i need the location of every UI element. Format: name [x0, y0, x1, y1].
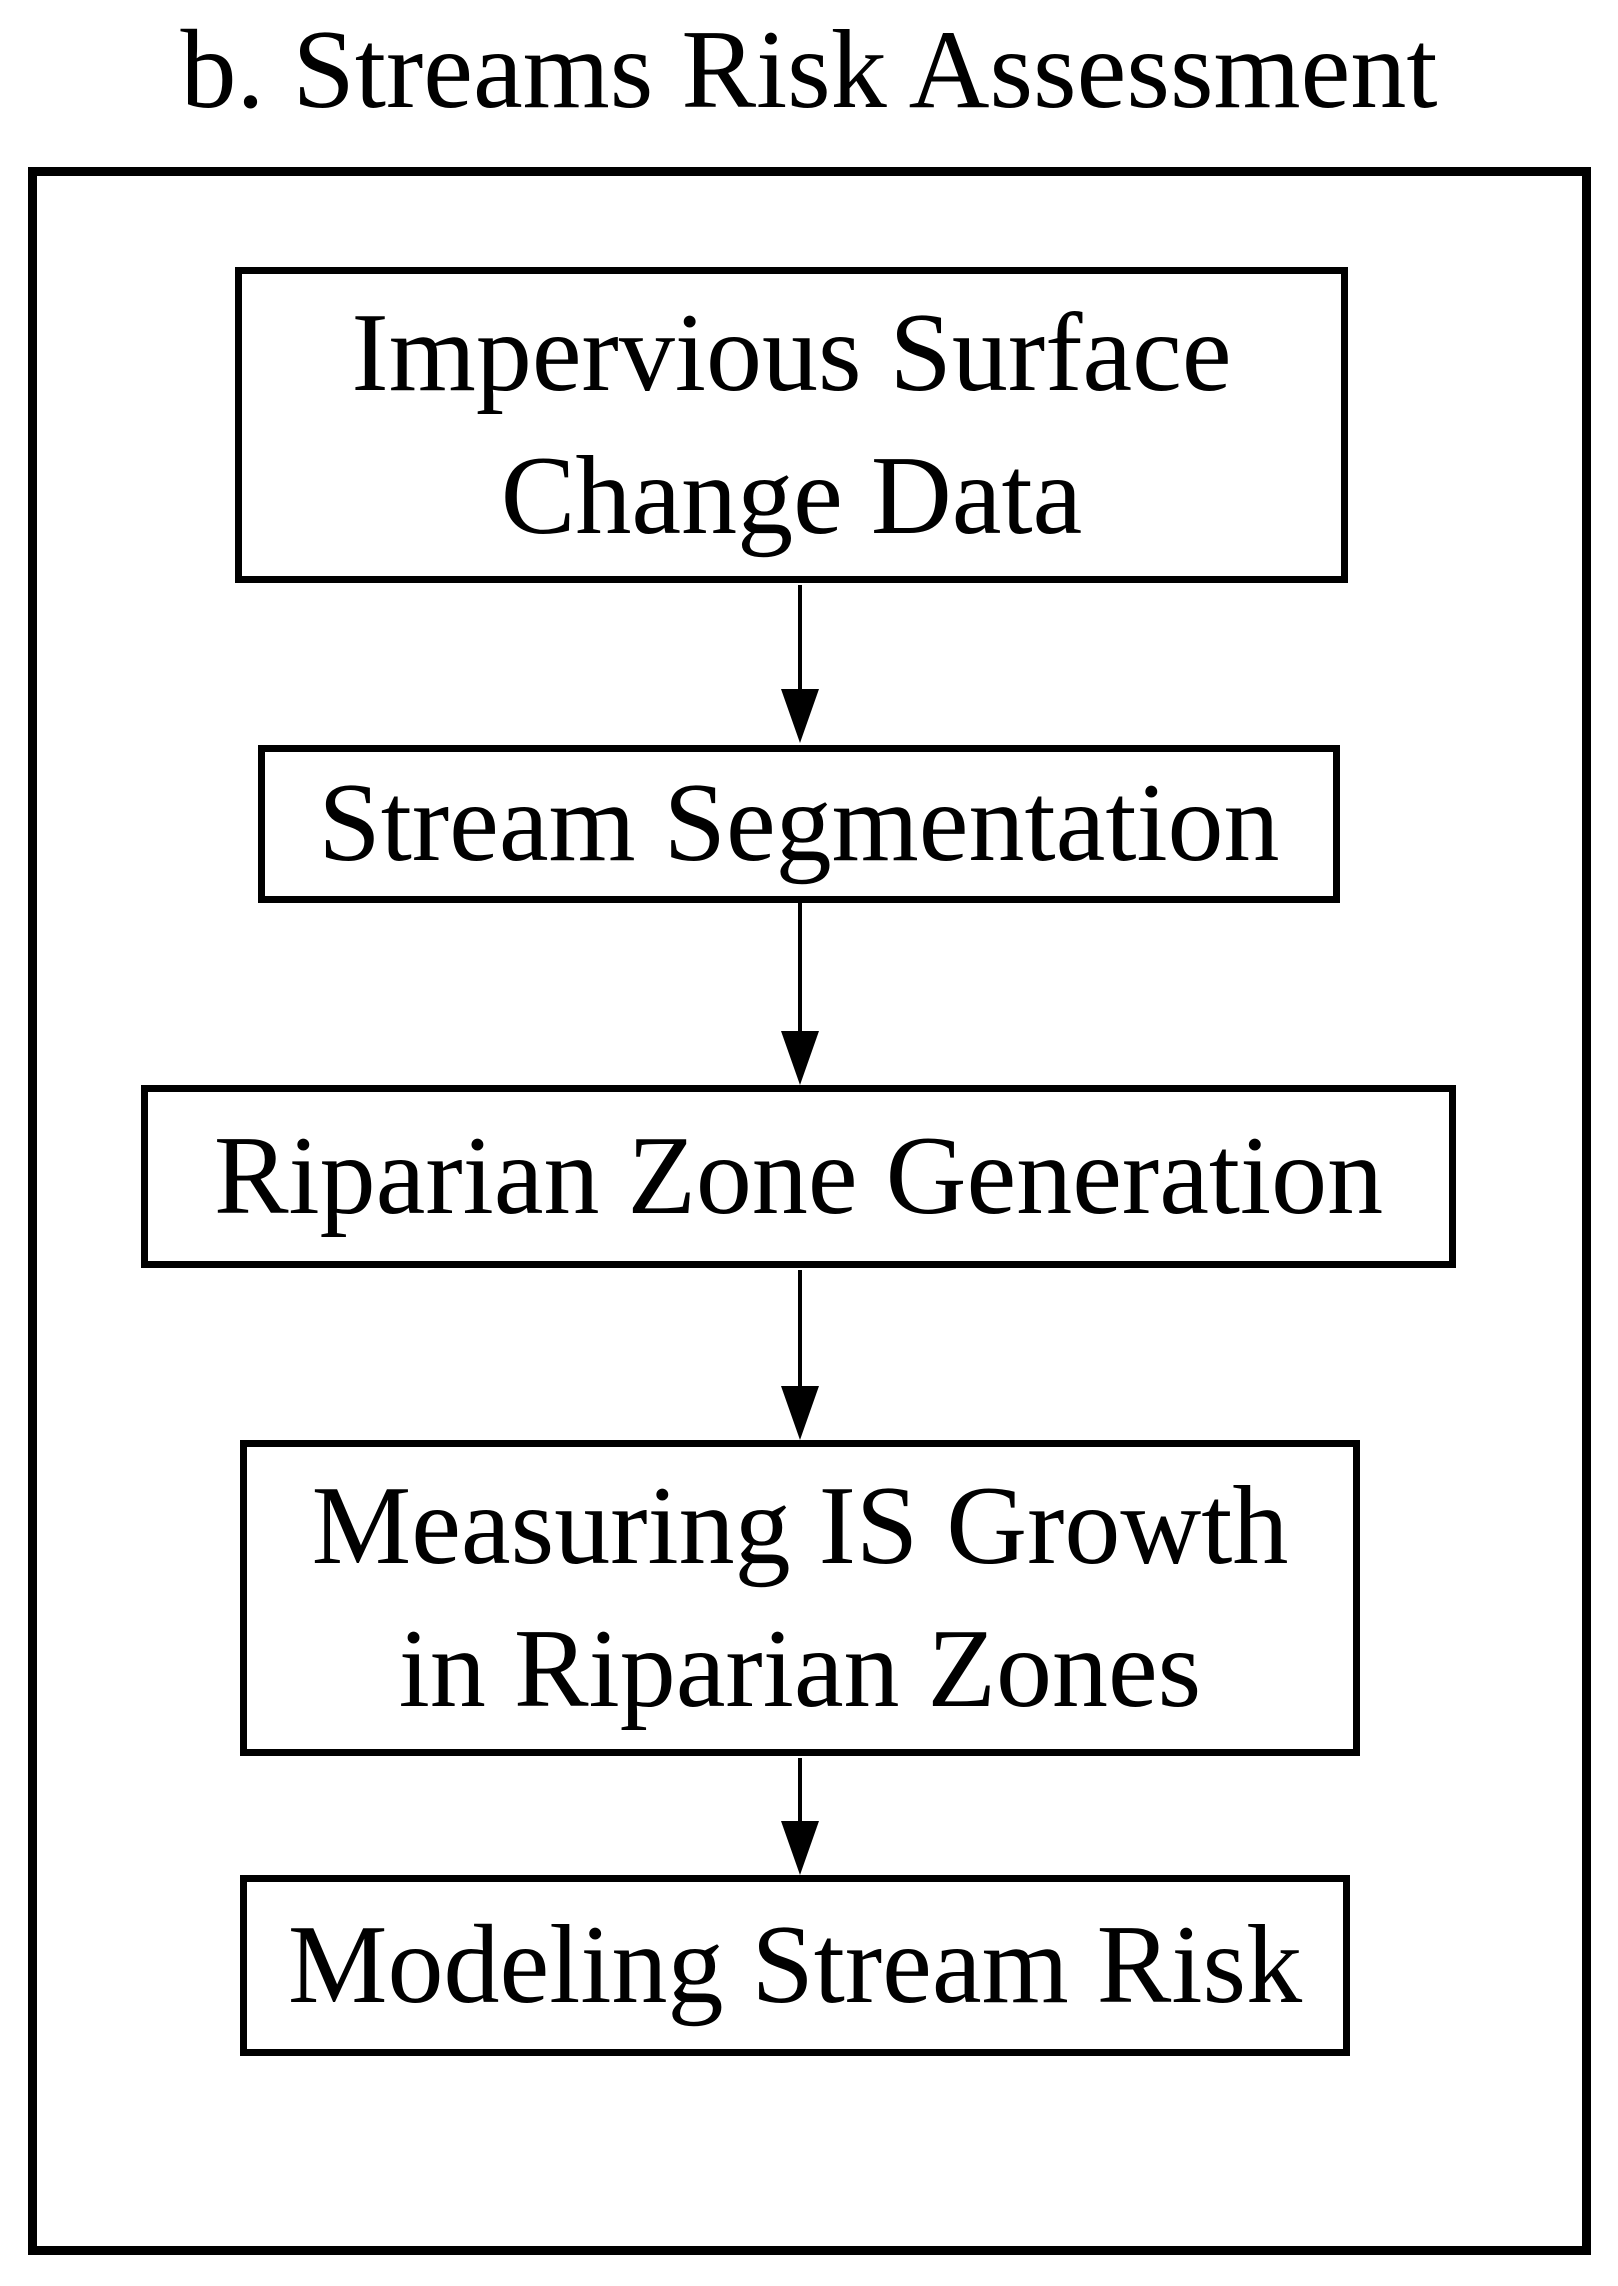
flow-step-label-line: in Riparian Zones	[398, 1607, 1202, 1731]
flow-step-impervious-surface-change-data: Impervious Surface Change Data	[235, 267, 1348, 583]
flow-step-riparian-zone-generation: Riparian Zone Generation	[141, 1085, 1456, 1268]
arrow-down-icon	[781, 1386, 819, 1440]
arrow-down-icon	[781, 689, 819, 743]
flow-arrow-3	[781, 1270, 819, 1440]
flow-step-label-line: Modeling Stream Risk	[287, 1902, 1303, 2027]
arrow-stem	[798, 1270, 802, 1392]
flow-step-label-line: Riparian Zone Generation	[213, 1113, 1384, 1238]
arrow-stem	[798, 585, 802, 695]
arrow-stem	[798, 903, 802, 1037]
flow-step-label-line: Impervious Surface	[351, 290, 1232, 415]
arrow-down-icon	[781, 1821, 819, 1875]
arrow-stem	[798, 1758, 802, 1827]
flow-step-modeling-stream-risk: Modeling Stream Risk	[240, 1875, 1350, 2056]
flow-arrow-4	[781, 1758, 819, 1875]
flow-arrow-1	[781, 585, 819, 743]
flow-step-stream-segmentation: Stream Segmentation	[258, 745, 1340, 903]
flow-step-label-line: Stream Segmentation	[318, 761, 1280, 886]
diagram-title: b. Streams Risk Assessment	[180, 8, 1438, 132]
arrow-down-icon	[781, 1031, 819, 1085]
flow-step-measuring-is-growth-in-riparian-zones: Measuring IS Growth in Riparian Zones	[240, 1440, 1360, 1756]
flow-step-label-line: Change Data	[500, 434, 1083, 558]
flow-step-label-line: Measuring IS Growth	[311, 1463, 1289, 1588]
flow-arrow-2	[781, 903, 819, 1085]
